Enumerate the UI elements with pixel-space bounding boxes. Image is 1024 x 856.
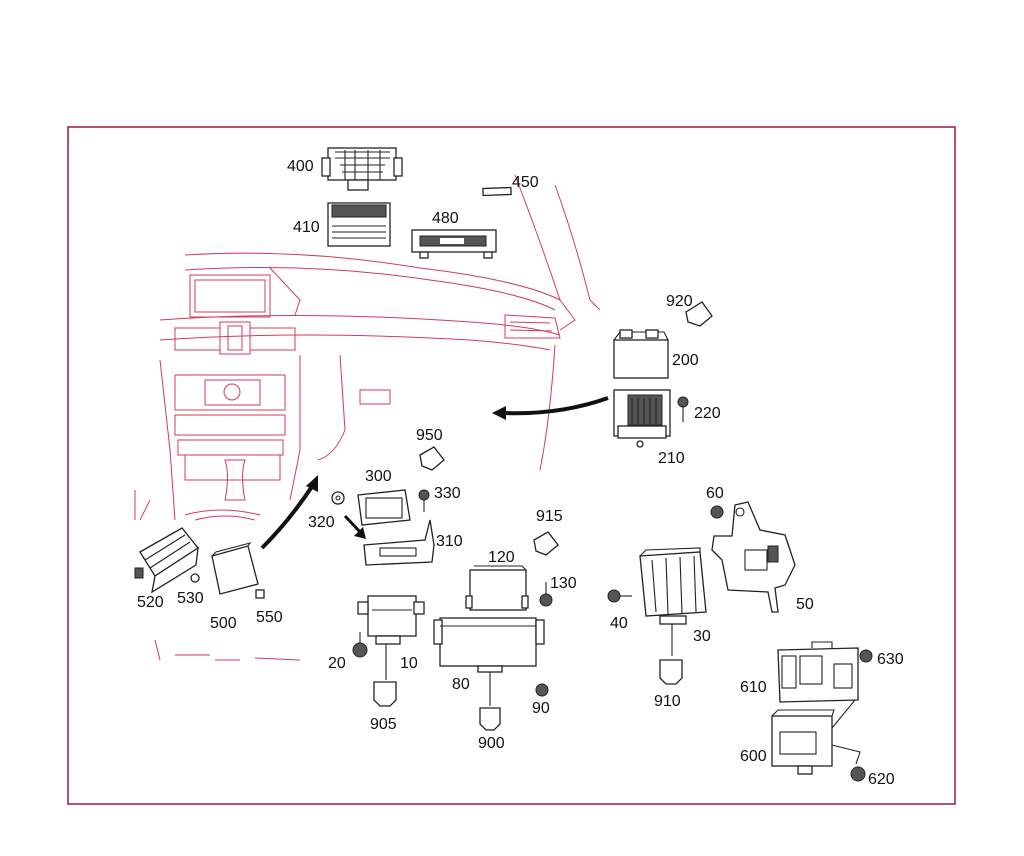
label-600: 600 [740, 748, 767, 765]
label-630: 630 [877, 651, 904, 668]
label-300: 300 [365, 468, 392, 485]
part-330-screw [418, 489, 430, 512]
part-610-bracket [777, 641, 859, 703]
pointer-arrows [260, 396, 609, 550]
part-90-nut [535, 683, 549, 697]
diagram-frame [67, 126, 956, 805]
label-130: 130 [550, 575, 577, 592]
part-600-control-unit [771, 699, 861, 775]
label-200: 200 [672, 352, 699, 369]
label-90: 90 [532, 700, 550, 717]
label-480: 480 [432, 210, 459, 227]
part-310-mounting-plate [363, 519, 435, 566]
part-910-connector [659, 659, 683, 685]
part-30-control-unit [639, 547, 707, 656]
label-20: 20 [328, 655, 346, 672]
part-320-nut [331, 491, 345, 505]
part-120-control-unit [465, 565, 529, 611]
part-400-switch-panel [321, 147, 403, 191]
label-950: 950 [416, 427, 443, 444]
part-80-control-unit [433, 617, 545, 706]
part-10-control-unit [357, 595, 425, 680]
part-220-screw [677, 396, 689, 422]
part-630-nut [859, 649, 873, 663]
label-410: 410 [293, 219, 320, 236]
part-915-label-tag [533, 531, 559, 556]
part-300-bracket [357, 489, 411, 526]
label-450: 450 [512, 174, 539, 191]
part-920-label-tag [685, 301, 713, 327]
label-530: 530 [177, 590, 204, 607]
label-30: 30 [693, 628, 711, 645]
part-210-fuse-box [613, 389, 671, 448]
label-400: 400 [287, 158, 314, 175]
label-40: 40 [610, 615, 628, 632]
dashboard-outline [134, 174, 601, 661]
part-20-nut [352, 632, 368, 658]
label-910: 910 [654, 693, 681, 710]
part-480-panel [411, 229, 497, 259]
part-130-nut [539, 582, 553, 607]
label-915: 915 [536, 508, 563, 525]
label-500: 500 [210, 615, 237, 632]
label-905: 905 [370, 716, 397, 733]
part-905-connector [373, 681, 397, 707]
part-60-nut [710, 505, 724, 519]
label-520: 520 [137, 594, 164, 611]
label-10: 10 [400, 655, 418, 672]
label-900: 900 [478, 735, 505, 752]
part-520-control-unit [134, 527, 199, 594]
label-220: 220 [694, 405, 721, 422]
label-60: 60 [706, 485, 724, 502]
label-620: 620 [868, 771, 895, 788]
part-550-clip [255, 589, 265, 599]
label-120: 120 [488, 549, 515, 566]
part-500-module [211, 542, 259, 595]
label-330: 330 [434, 485, 461, 502]
part-620-nut [850, 766, 866, 782]
label-50: 50 [796, 596, 814, 613]
label-310: 310 [436, 533, 463, 550]
label-80: 80 [452, 676, 470, 693]
label-550: 550 [256, 609, 283, 626]
part-50-bracket [711, 501, 796, 613]
part-950-label-tag [419, 446, 445, 471]
part-530-screw [190, 573, 200, 583]
part-450-cover [482, 186, 512, 197]
label-320: 320 [308, 514, 335, 531]
label-920: 920 [666, 293, 693, 310]
part-40-screw [607, 589, 632, 603]
part-900-connector [479, 707, 501, 731]
part-410-control-unit [327, 202, 391, 247]
label-210: 210 [658, 450, 685, 467]
label-610: 610 [740, 679, 767, 696]
part-200-control-module [613, 329, 669, 379]
